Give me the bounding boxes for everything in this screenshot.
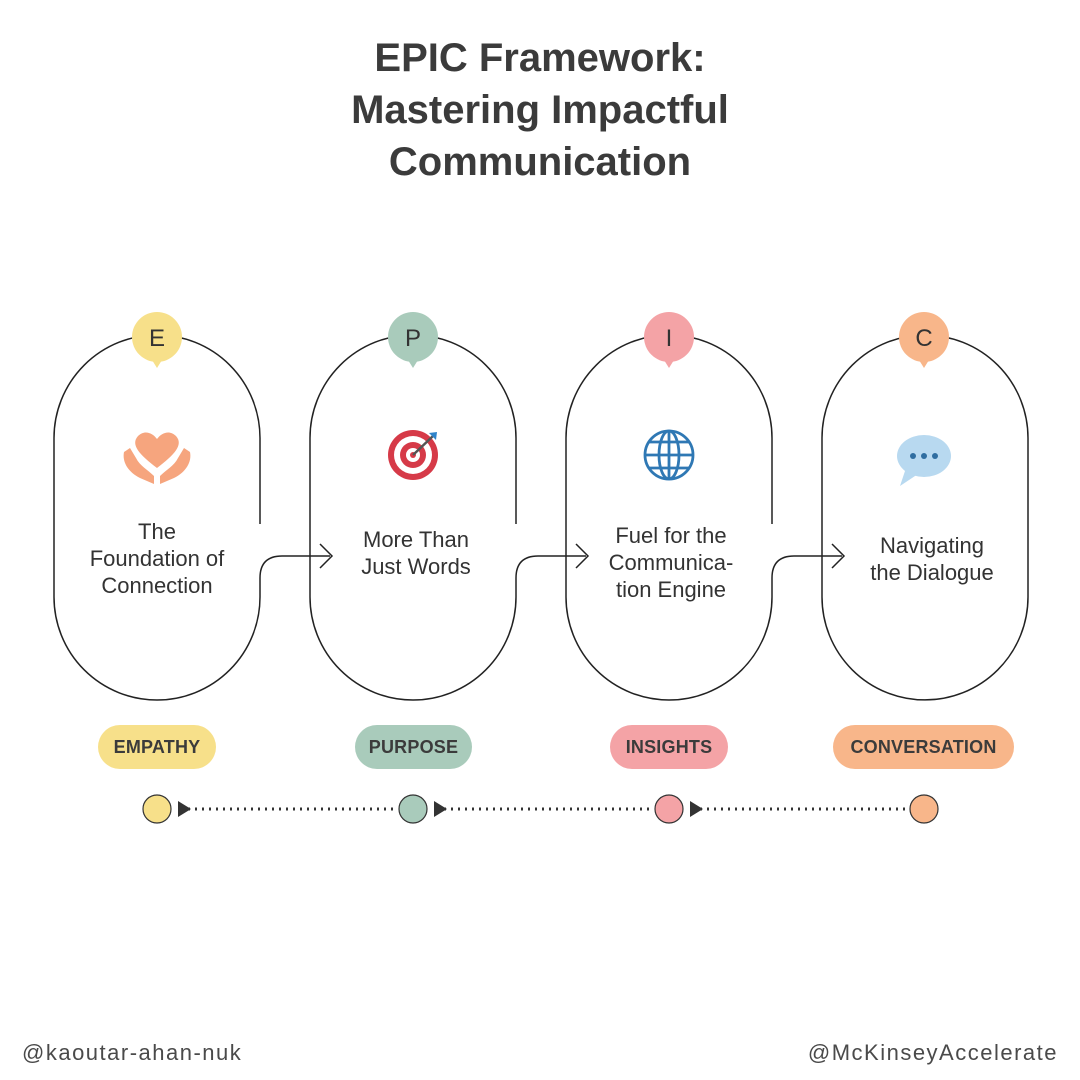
stage-text-line: The xyxy=(138,519,176,544)
timeline xyxy=(142,794,939,824)
stage-text-empathy: The Foundation of Connection xyxy=(67,518,247,599)
stage-text-line: More Than xyxy=(363,527,469,552)
balloon-letter-p: P xyxy=(405,325,421,352)
label-pill-insights: INSIGHTS xyxy=(610,725,728,769)
heart-hands-icon xyxy=(123,432,191,484)
title-line-3: Communication xyxy=(388,140,692,184)
stage-text-line: Fuel for the xyxy=(615,523,727,548)
stage-text-line: Foundation of xyxy=(89,546,225,571)
stage-text-line: Just Words xyxy=(361,554,471,579)
stage-text-insights: Fuel for the Communica- tion Engine xyxy=(581,522,761,603)
stage-text-line: Communica- xyxy=(608,550,734,575)
label-pill-text: PURPOSE xyxy=(368,736,459,757)
stage-text-line: Navigating xyxy=(880,533,984,558)
timeline-node-insights xyxy=(654,794,684,824)
capsule-purpose xyxy=(309,334,586,701)
label-pill-purpose: PURPOSE xyxy=(355,725,472,769)
capsule-empathy xyxy=(53,334,330,701)
label-pill-empathy: EMPATHY xyxy=(98,725,216,769)
capsule-conversation xyxy=(821,334,1029,701)
connector-arrow-2 xyxy=(575,543,590,569)
timeline-arrow-3 xyxy=(690,801,703,817)
label-pill-text: INSIGHTS xyxy=(625,736,713,757)
footer-right-handle: @McKinseyAccelerate xyxy=(807,1040,1058,1065)
page-title: EPIC Framework: Mastering Impactful Comm… xyxy=(0,32,1080,188)
stage-text-line: Connection xyxy=(101,573,213,598)
globe-icon xyxy=(643,429,695,481)
label-pill-text: EMPATHY xyxy=(113,736,201,757)
balloon-letter-c: C xyxy=(915,325,932,352)
balloon-letter-i: I xyxy=(666,325,673,352)
label-pill-text: CONVERSATION xyxy=(850,736,997,757)
capsule-insights xyxy=(565,334,842,701)
target-icon xyxy=(388,430,438,480)
stage-text-purpose: More Than Just Words xyxy=(326,526,506,580)
timeline-arrow-1 xyxy=(178,801,191,817)
stage-text-line: the Dialogue xyxy=(870,560,994,585)
stage-text-conversation: Navigating the Dialogue xyxy=(842,532,1022,586)
balloon-c: C xyxy=(899,312,949,368)
stage-text-line: tion Engine xyxy=(615,577,727,602)
balloon-e: E xyxy=(132,312,182,368)
balloon-i: I xyxy=(644,312,694,368)
connector-arrow-3 xyxy=(831,543,846,569)
balloon-letter-e: E xyxy=(149,325,165,352)
speech-bubble-icon xyxy=(897,435,951,486)
title-line-1: EPIC Framework: xyxy=(374,36,706,80)
title-line-2: Mastering Impactful xyxy=(351,88,729,132)
label-pill-conversation: CONVERSATION xyxy=(833,725,1014,769)
timeline-node-conversation xyxy=(909,794,939,824)
balloon-p: P xyxy=(388,312,438,368)
timeline-node-purpose xyxy=(398,794,428,824)
timeline-node-empathy xyxy=(142,794,172,824)
timeline-arrow-2 xyxy=(434,801,447,817)
footer-left-handle: @kaoutar-ahan-nuk xyxy=(22,1040,243,1065)
connector-arrow-1 xyxy=(319,543,334,569)
